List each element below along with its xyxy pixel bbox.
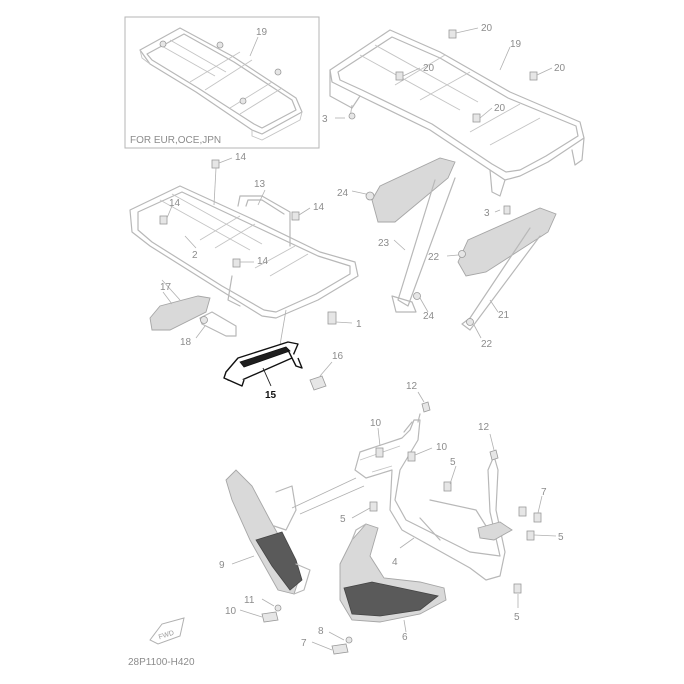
callout-5-d: 5 bbox=[514, 612, 520, 623]
fwd-arrow-icon: FWD bbox=[149, 617, 185, 645]
bolts-20 bbox=[395, 29, 538, 123]
front-guard-assembly bbox=[225, 391, 557, 655]
callout-8: 8 bbox=[318, 626, 324, 637]
callout-14-b: 14 bbox=[169, 198, 181, 209]
drawing-code: 28P1100-H420 bbox=[128, 657, 195, 668]
callout-4: 4 bbox=[392, 557, 398, 568]
bolt-16 bbox=[309, 361, 333, 391]
callout-7-a: 7 bbox=[541, 487, 547, 498]
callout-14-a: 14 bbox=[235, 152, 247, 163]
callout-6: 6 bbox=[402, 632, 408, 643]
callout-11: 11 bbox=[244, 595, 255, 606]
inset-note: FOR EUR,OCE,JPN bbox=[130, 135, 221, 146]
callout-21: 21 bbox=[498, 310, 510, 321]
callout-20-a: 20 bbox=[481, 23, 493, 34]
callout-10-a: 10 bbox=[370, 418, 382, 429]
callout-19-inset: 19 bbox=[256, 27, 268, 38]
callout-14-c: 14 bbox=[313, 202, 325, 213]
rear-carrier-assembly bbox=[329, 27, 585, 339]
callout-12-a: 12 bbox=[406, 381, 418, 392]
callout-1: 1 bbox=[356, 319, 362, 330]
callout-20-b: 20 bbox=[423, 63, 435, 74]
callout-5-a: 5 bbox=[450, 457, 456, 468]
callout-23: 23 bbox=[378, 238, 390, 249]
front-carrier-assembly bbox=[129, 157, 359, 346]
callout-7-b: 7 bbox=[301, 638, 307, 649]
callout-10-c: 10 bbox=[225, 606, 237, 617]
callout-2: 2 bbox=[192, 250, 198, 261]
callout-13: 13 bbox=[254, 179, 266, 190]
callout-20-d: 20 bbox=[494, 103, 506, 114]
callout-3-b: 3 bbox=[484, 208, 490, 219]
inset-rack bbox=[139, 27, 303, 141]
callout-18: 18 bbox=[180, 337, 192, 348]
callout-22-a: 22 bbox=[428, 252, 440, 263]
callout-labels: 20 19 20 20 20 3 24 3 23 22 24 21 22 14 … bbox=[160, 23, 566, 649]
callout-10-b: 10 bbox=[436, 442, 448, 453]
callout-20-c: 20 bbox=[554, 63, 566, 74]
callout-15: 15 bbox=[265, 390, 277, 401]
callout-24-b: 24 bbox=[423, 311, 435, 322]
callout-22-b: 22 bbox=[481, 339, 493, 350]
callout-17: 17 bbox=[160, 282, 172, 293]
callout-24-a: 24 bbox=[337, 188, 349, 199]
callout-5-b: 5 bbox=[340, 514, 346, 525]
fwd-label: FWD bbox=[158, 630, 175, 642]
callout-3-a: 3 bbox=[322, 114, 328, 125]
callout-19-main: 19 bbox=[510, 39, 522, 50]
highlighted-part-15: 15 bbox=[223, 341, 303, 401]
callout-12-b: 12 bbox=[478, 422, 490, 433]
callout-9: 9 bbox=[219, 560, 225, 571]
callout-14-d: 14 bbox=[257, 256, 269, 267]
callout-5-c: 5 bbox=[558, 532, 564, 543]
callout-16: 16 bbox=[332, 351, 344, 362]
inset-box: 19 FOR EUR,OCE,JPN bbox=[124, 16, 320, 149]
